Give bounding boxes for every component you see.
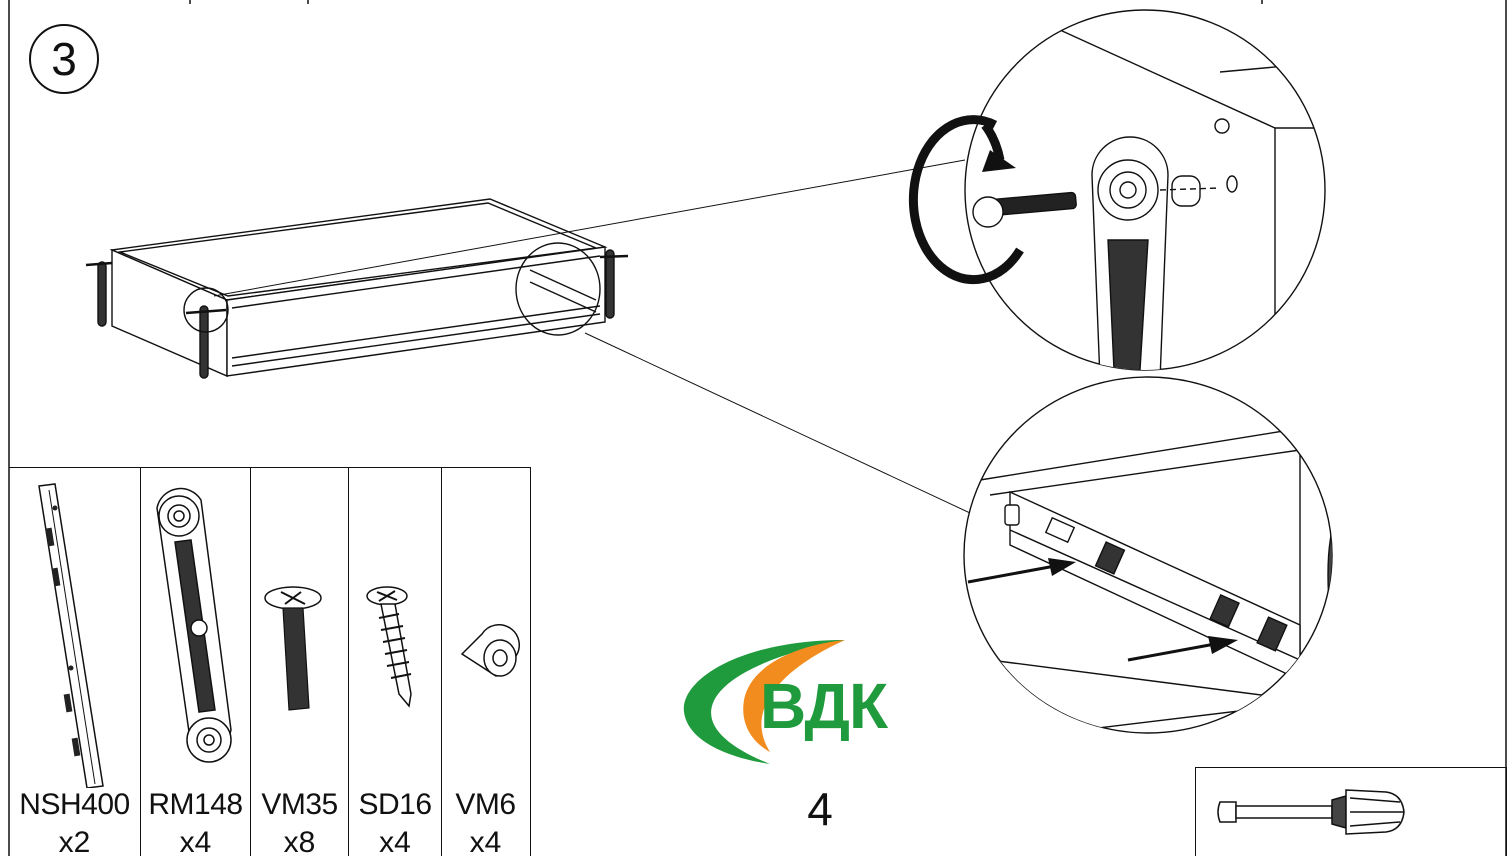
part-cell-nsh400: NSH400 x2 [9, 468, 140, 859]
part-cell-vm6: VM6 x4 [441, 468, 529, 859]
part-qty: x8 [283, 826, 316, 859]
drawer-box [85, 198, 629, 379]
detail-connector-screw [908, 9, 1326, 371]
part-code: SD16 [358, 788, 432, 821]
vdk-logo-swoosh [683, 640, 845, 764]
wood-screw-icon [366, 586, 412, 708]
part-code: VM35 [261, 788, 338, 821]
step-number: 3 [51, 33, 77, 85]
part-cell-sd16: SD16 x4 [348, 468, 441, 859]
part-qty: x2 [58, 826, 91, 859]
part-code: RM148 [148, 788, 243, 821]
part-qty: x4 [179, 826, 212, 859]
step-number-badge: 3 [29, 24, 99, 94]
part-cell-rm148: RM148 x4 [140, 468, 250, 859]
spacer-sleeve-icon [460, 624, 520, 677]
vdk-logo-text: ВДК [760, 670, 888, 742]
detail-rail-attachment [963, 376, 1333, 734]
part-code: NSH400 [19, 788, 130, 821]
part-code: VM6 [455, 788, 516, 821]
screwdriver-icon [1217, 789, 1405, 835]
part-qty: x4 [469, 826, 502, 859]
parts-table: NSH400 x2 RM148 x4 [9, 467, 531, 859]
drawer-slide-rail-icon [38, 483, 104, 788]
part-cell-vm35: VM35 x8 [250, 468, 348, 859]
part-qty: x4 [379, 826, 411, 859]
page-number: 4 [807, 783, 833, 835]
tool-box [1195, 767, 1507, 856]
connector-arm-icon [156, 487, 232, 763]
machine-screw-icon [264, 586, 322, 711]
